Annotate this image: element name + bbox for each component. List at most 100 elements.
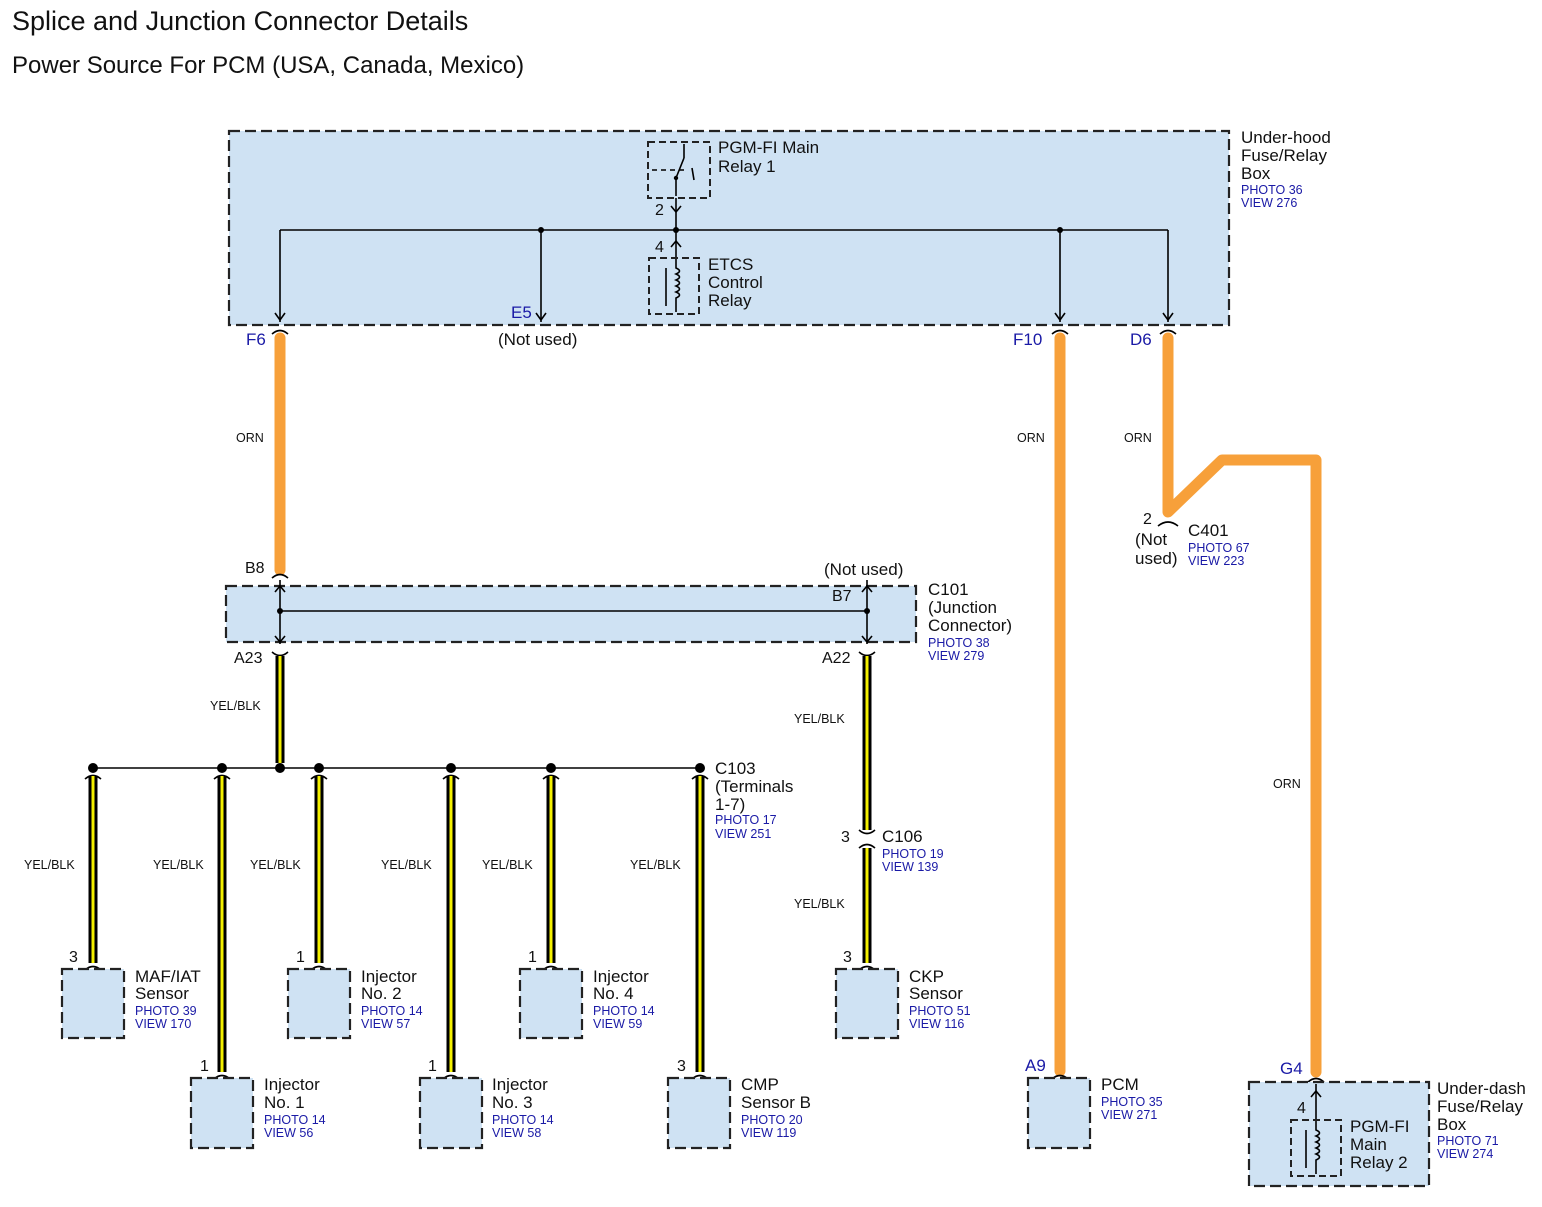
c103-view: VIEW 251	[715, 827, 771, 841]
relay1-pin: 2	[655, 202, 664, 219]
wire-label-yelblk: YEL/BLK	[794, 897, 845, 911]
underhood-box-name-line3: Box	[1241, 164, 1271, 183]
inj2-view: VIEW 57	[361, 1017, 410, 1031]
underdash-box-name-line3: Box	[1437, 1115, 1467, 1134]
c101-view: VIEW 279	[928, 649, 984, 663]
ckp-sensor: 3 CKP Sensor PHOTO 51 VIEW 116	[834, 949, 971, 1040]
pcm-view: VIEW 271	[1101, 1108, 1157, 1122]
c103-name-line3: 1-7)	[715, 795, 745, 814]
inj4-photo: PHOTO 14	[593, 1004, 655, 1018]
pin-d6: D6	[1130, 330, 1152, 349]
inj4-label-line2: No. 4	[593, 984, 634, 1003]
arrow-icon	[274, 312, 286, 322]
maf-iat-sensor: 3 MAF/IAT Sensor PHOTO 39 VIEW 170	[60, 949, 201, 1040]
inj2-photo: PHOTO 14	[361, 1004, 423, 1018]
c101-pin-b7: B7	[832, 588, 852, 605]
wire-label-yelblk: YEL/BLK	[153, 858, 204, 872]
underhood-box-view: VIEW 276	[1241, 196, 1297, 210]
splice-dot	[88, 763, 98, 773]
c401-view: VIEW 223	[1188, 554, 1244, 568]
splice-dot	[217, 763, 227, 773]
c401-note-line1: (Not	[1135, 530, 1167, 549]
splice-dot	[314, 763, 324, 773]
splice-dot	[277, 608, 283, 614]
c106-terminal-icon	[858, 843, 876, 849]
underdash-box-outline	[1247, 1080, 1431, 1188]
c401-terminal-icon	[1157, 521, 1179, 527]
terminal-cap-icon	[271, 573, 289, 579]
arrow-icon	[861, 584, 873, 593]
terminal-cap-icon	[84, 774, 102, 780]
ckp-box	[834, 967, 900, 1040]
injector-2: 1 Injector No. 2 PHOTO 14 VIEW 57	[286, 949, 423, 1040]
underdash-box-name-line1: Under-dash	[1437, 1079, 1526, 1098]
wire-label-orn: ORN	[1124, 431, 1152, 445]
underdash-fuse-relay-box: G4 4 PGM-FI Main Relay 2 Under-dash Fuse…	[1247, 1059, 1526, 1188]
wire-label-yelblk: YEL/BLK	[482, 858, 533, 872]
wire-label-yelblk: YEL/BLK	[630, 858, 681, 872]
c101-name-line3: Connector)	[928, 616, 1012, 635]
pin-f6: F6	[246, 330, 266, 349]
underdash-box-photo: PHOTO 71	[1437, 1134, 1499, 1148]
cmp-label-line1: CMP	[741, 1075, 779, 1094]
maf-pin: 3	[69, 949, 78, 966]
terminal-cap-icon	[271, 329, 289, 335]
ckp-view: VIEW 116	[909, 1017, 964, 1031]
wire-label-yelblk: YEL/BLK	[250, 858, 301, 872]
cmp-photo: PHOTO 20	[741, 1113, 803, 1127]
maf-photo: PHOTO 39	[135, 1004, 197, 1018]
c101-junction-connector: B8 (Not used) B7 A23 A22 C101 (Junction …	[224, 560, 1012, 667]
pin-e5: E5	[511, 303, 532, 322]
relay1-switch-icon	[652, 144, 695, 196]
inj1-label-line1: Injector	[264, 1075, 320, 1094]
injector-3: 1 Injector No. 3 PHOTO 14 VIEW 58	[418, 1058, 554, 1150]
maf-label-line2: Sensor	[135, 984, 189, 1003]
inj1-pin: 1	[200, 1058, 209, 1075]
splice-dot	[275, 763, 285, 773]
injector-1: 1 Injector No. 1 PHOTO 14 VIEW 56	[189, 1058, 326, 1150]
underhood-fuse-relay-box: PGM-FI Main Relay 1 2 4 ETCS Control Rel…	[227, 128, 1331, 327]
arrow-icon	[1054, 312, 1066, 322]
pcm-pin: A9	[1025, 1056, 1046, 1075]
terminal-cap-icon	[213, 774, 231, 780]
pcm-photo: PHOTO 35	[1101, 1095, 1163, 1109]
wire-label-orn: ORN	[1017, 431, 1045, 445]
relay1-label-line2: Relay 1	[718, 157, 776, 176]
c106-terminal-icon	[858, 829, 876, 835]
c401-photo: PHOTO 67	[1188, 541, 1250, 555]
inj3-label-line2: No. 3	[492, 1093, 533, 1112]
maf-view: VIEW 170	[135, 1017, 191, 1031]
relay2-label-line3: Relay 2	[1350, 1153, 1408, 1172]
ckp-pin: 3	[843, 949, 852, 966]
wire-orn-d6-g4	[1162, 332, 1322, 1078]
underdash-relay-pin: 4	[1297, 1100, 1306, 1117]
c401-note-line2: used)	[1135, 549, 1178, 568]
pcm-label: PCM	[1101, 1075, 1139, 1094]
c401-pin: 2	[1143, 511, 1152, 528]
ckp-label-line1: CKP	[909, 967, 944, 986]
inj1-photo: PHOTO 14	[264, 1113, 326, 1127]
c106-photo: PHOTO 19	[882, 847, 944, 861]
inj4-box	[518, 967, 584, 1040]
wire-label-yelblk: YEL/BLK	[381, 858, 432, 872]
arrow-icon	[535, 312, 547, 322]
terminal-cap-icon	[858, 651, 876, 657]
relay2-label-line2: Main	[1350, 1135, 1387, 1154]
c101-name-line2: (Junction	[928, 598, 997, 617]
relay-coil-icon	[1313, 1122, 1321, 1174]
terminal-cap-icon	[691, 774, 709, 780]
etcs-pin: 4	[655, 239, 664, 256]
terminal-cap-icon	[1159, 329, 1177, 335]
wire-label-yelblk: YEL/BLK	[24, 858, 75, 872]
underhood-box-photo: PHOTO 36	[1241, 183, 1303, 197]
c101-pin-b8: B8	[245, 560, 265, 577]
maf-box	[60, 967, 126, 1040]
relay-coil-icon	[673, 262, 681, 312]
c101-pin-a22: A22	[822, 650, 851, 667]
relay2-symbol	[1290, 1119, 1342, 1177]
relay1-terminal-icon	[670, 205, 682, 214]
etcs-label-line3: Relay	[708, 291, 752, 310]
arrow-icon	[1162, 312, 1174, 322]
cmp-view: VIEW 119	[741, 1126, 796, 1140]
